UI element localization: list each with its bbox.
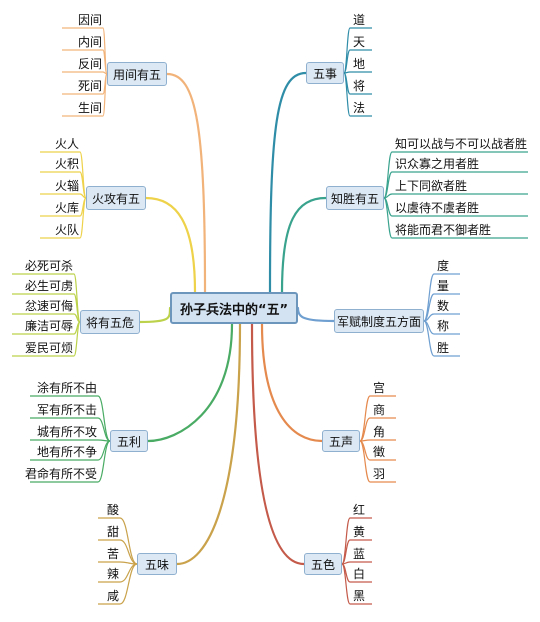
wei2-leaf-item: 苦 bbox=[106, 547, 119, 561]
shi-topic-node[interactable]: 五事 bbox=[306, 62, 344, 84]
zhi-leaf-item: 以虞待不虞者胜 bbox=[395, 201, 480, 215]
li-leaf-item: 地有所不争 bbox=[36, 445, 97, 459]
li-leaf-item: 君命有所不受 bbox=[24, 467, 97, 481]
wei-leaf-item: 必死可杀 bbox=[24, 259, 73, 273]
shi-branch-line bbox=[268, 71, 308, 294]
wei2-leaf-item: 酸 bbox=[106, 503, 119, 517]
se-leaf-item: 白 bbox=[353, 567, 366, 581]
li-leaf-connector bbox=[97, 417, 111, 442]
wei2-leaf-connector bbox=[119, 563, 138, 605]
central-topic-node[interactable]: 孙子兵法中的“五” bbox=[170, 292, 298, 324]
wei2-topic-node[interactable]: 五味 bbox=[137, 553, 177, 575]
zhi-leaf-item: 上下同欲者胜 bbox=[395, 179, 468, 193]
shi-leaf-item: 天 bbox=[353, 35, 366, 49]
jun-leaf-item: 胜 bbox=[437, 341, 450, 355]
li-leaf-item: 军有所不击 bbox=[36, 403, 97, 417]
sheng-leaf-connector bbox=[359, 440, 371, 483]
zhi-leaf-item: 识众寡之用者胜 bbox=[395, 157, 480, 171]
huo-leaf-item: 火辎 bbox=[54, 179, 79, 193]
se-topic-node[interactable]: 五色 bbox=[304, 553, 342, 575]
huo-topic-node[interactable]: 火攻有五 bbox=[86, 186, 146, 210]
se-leaf-connector bbox=[341, 539, 351, 565]
huo-leaf-item: 火队 bbox=[54, 223, 79, 237]
sheng-branch-line bbox=[260, 322, 324, 443]
jun-leaf-connector bbox=[423, 320, 435, 357]
sheng-leaf-item: 宫 bbox=[373, 381, 386, 395]
jun-branch-line bbox=[296, 306, 336, 323]
zhi-leaf-item: 知可以战与不可以战者胜 bbox=[395, 137, 528, 151]
wei2-leaf-connector bbox=[119, 517, 138, 565]
li-leaf-item: 涂有所不由 bbox=[36, 381, 97, 395]
sheng-leaf-item: 徵 bbox=[373, 445, 386, 459]
jun-leaf-item: 度 bbox=[437, 259, 450, 273]
sheng-topic-node[interactable]: 五声 bbox=[322, 430, 360, 452]
wei-leaf-item: 忿速可侮 bbox=[24, 299, 73, 313]
li-leaf-item: 城有所不攻 bbox=[36, 425, 97, 439]
jian-topic-node[interactable]: 用间有五 bbox=[107, 62, 167, 86]
se-leaf-item: 蓝 bbox=[353, 547, 366, 561]
jun-topic-node[interactable]: 军赋制度五方面 bbox=[334, 309, 424, 333]
jian-leaf-item: 因间 bbox=[77, 13, 102, 27]
wei2-leaf-item: 辣 bbox=[106, 567, 119, 581]
wei2-leaf-connector bbox=[119, 539, 138, 565]
huo-leaf-connector bbox=[79, 171, 87, 199]
wei2-branch-line bbox=[175, 322, 242, 566]
shi-leaf-item: 将 bbox=[353, 79, 366, 93]
shi-leaf-connector bbox=[343, 49, 351, 74]
zhi-topic-node[interactable]: 知胜有五 bbox=[326, 186, 384, 210]
jian-leaf-item: 生间 bbox=[77, 101, 102, 115]
wei-leaf-item: 爱民可烦 bbox=[24, 341, 73, 355]
sheng-leaf-connector bbox=[359, 417, 371, 442]
wei2-leaf-item: 甜 bbox=[106, 525, 119, 539]
huo-leaf-item: 火积 bbox=[54, 157, 79, 171]
jun-leaf-item: 数 bbox=[437, 299, 450, 313]
zhi-leaf-connector bbox=[383, 151, 393, 199]
zhi-branch-line bbox=[280, 196, 328, 294]
sheng-leaf-item: 羽 bbox=[373, 467, 386, 481]
shi-leaf-item: 道 bbox=[353, 13, 366, 27]
jian-branch-line bbox=[165, 72, 207, 294]
wei-branch-line bbox=[138, 306, 172, 324]
se-leaf-item: 红 bbox=[353, 503, 366, 517]
shi-leaf-connector bbox=[343, 72, 351, 117]
wei2-leaf-item: 咸 bbox=[106, 589, 119, 603]
se-leaf-connector bbox=[341, 563, 351, 605]
se-branch-line bbox=[250, 322, 306, 566]
jian-leaf-connector bbox=[102, 49, 108, 75]
shi-leaf-item: 地 bbox=[353, 57, 366, 71]
wei-leaf-item: 廉洁可辱 bbox=[24, 319, 73, 333]
shi-leaf-item: 法 bbox=[353, 101, 366, 115]
jun-leaf-item: 量 bbox=[437, 279, 450, 293]
li-leaf-connector bbox=[97, 440, 111, 483]
wei-topic-node[interactable]: 将有五危 bbox=[80, 310, 140, 334]
zhi-leaf-item: 将能而君不御者胜 bbox=[395, 223, 492, 237]
jian-leaf-connector bbox=[102, 73, 108, 117]
sheng-leaf-item: 商 bbox=[373, 403, 386, 417]
huo-leaf-item: 火库 bbox=[54, 201, 79, 215]
wei-leaf-item: 必生可虏 bbox=[24, 279, 73, 293]
jian-leaf-item: 反间 bbox=[77, 57, 102, 71]
huo-leaf-item: 火人 bbox=[54, 137, 79, 151]
huo-leaf-connector bbox=[79, 197, 87, 239]
jian-leaf-item: 内间 bbox=[77, 35, 102, 49]
li-topic-node[interactable]: 五利 bbox=[110, 430, 148, 452]
li-branch-line bbox=[146, 322, 234, 443]
sheng-leaf-item: 角 bbox=[373, 425, 386, 439]
wei2-leaf-connector bbox=[119, 563, 138, 583]
wei-leaf-connector bbox=[73, 321, 81, 357]
se-leaf-item: 黑 bbox=[353, 589, 366, 603]
huo-branch-line bbox=[144, 196, 197, 294]
se-leaf-item: 黄 bbox=[353, 525, 366, 539]
zhi-leaf-connector bbox=[383, 197, 393, 239]
jian-leaf-item: 死间 bbox=[77, 79, 102, 93]
zhi-leaf-connector bbox=[383, 171, 393, 199]
jun-leaf-item: 称 bbox=[437, 319, 450, 333]
